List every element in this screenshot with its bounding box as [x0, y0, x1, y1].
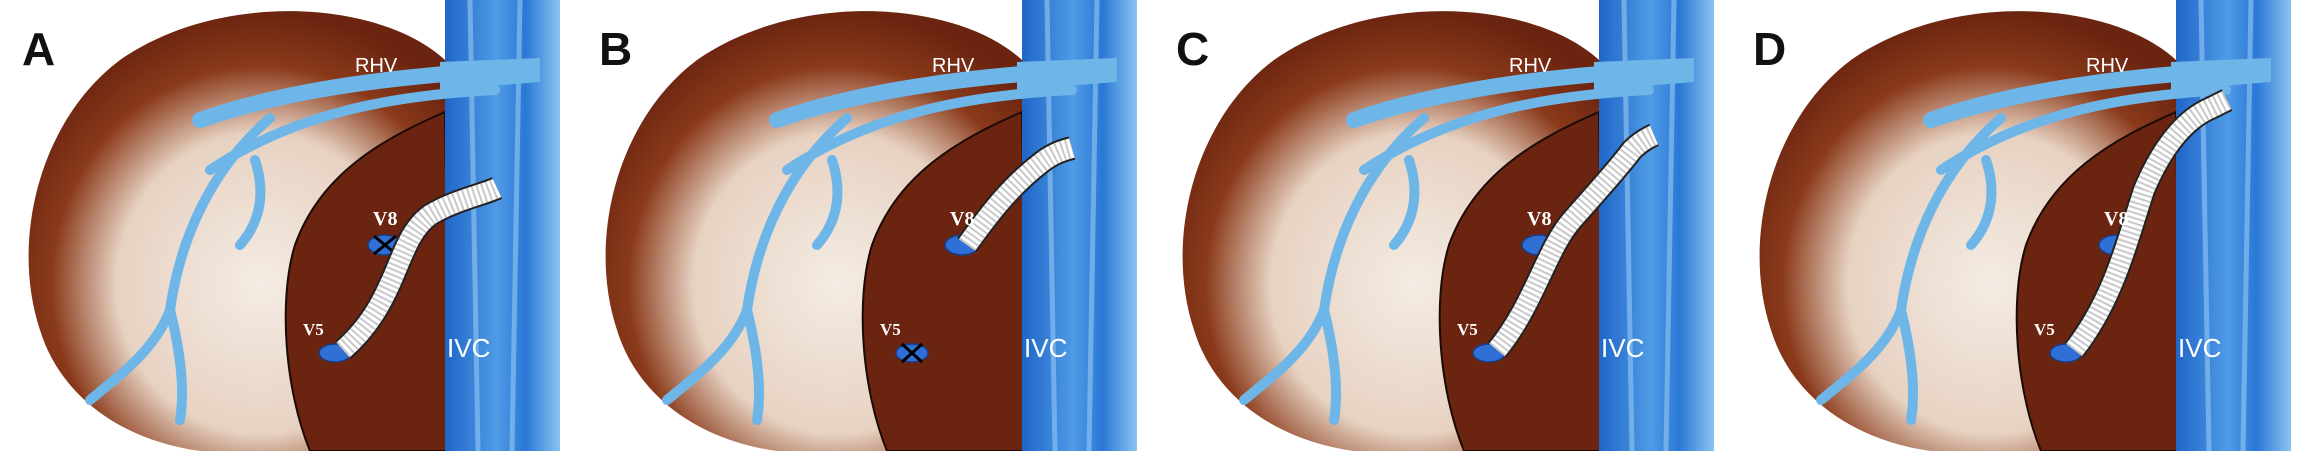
rhv-branch [165, 305, 187, 425]
v8-label: V8 [1527, 208, 1552, 230]
rhv-branch [235, 155, 266, 250]
ivc-label: IVC [1024, 333, 1068, 363]
v8-label: V8 [2104, 208, 2129, 230]
ligation-mark [900, 342, 924, 364]
rhv-label: RHV [2086, 55, 2129, 77]
rhv-branch [1239, 113, 1429, 405]
panel-letter: B [599, 23, 633, 75]
rhv-branch [1816, 113, 2006, 405]
rhv-label: RHV [355, 55, 398, 77]
v5-label: V5 [2034, 320, 2055, 339]
rhv-trunk [2171, 58, 2271, 90]
v8-label: V8 [950, 208, 975, 230]
liver-posterior-region [1438, 110, 1606, 451]
v8-label: V8 [373, 208, 398, 230]
v5-label: V5 [1457, 320, 1478, 339]
rhv-branch [1966, 155, 1997, 250]
graft-rings [1489, 125, 1659, 357]
graft-rings [2066, 91, 2232, 357]
ivc-label: IVC [447, 333, 491, 363]
rhv-branch [812, 155, 843, 250]
liver-posterior-region [861, 110, 1029, 451]
v5-label: V5 [303, 320, 324, 339]
panel-illustration [605, 0, 1137, 451]
panel-illustration [1182, 0, 1714, 451]
rhv-branch [1319, 305, 1341, 425]
rhv-label: RHV [932, 55, 975, 77]
liver-posterior-region [284, 110, 452, 451]
rhv-branch [742, 305, 764, 425]
graft-rings [958, 138, 1075, 251]
rhv-trunk [1594, 58, 1694, 90]
rhv-trunk [440, 58, 540, 90]
rhv-branch [85, 113, 275, 405]
rhv-branch [1389, 155, 1420, 250]
rhv-branch [662, 113, 852, 405]
v5-label: V5 [880, 320, 901, 339]
panel-letter: A [22, 23, 56, 75]
panel-letter: D [1753, 23, 1787, 75]
rhv-label: RHV [1509, 55, 1552, 77]
graft-rings [336, 178, 502, 358]
rhv-trunk [1017, 58, 1117, 90]
ivc-label: IVC [2178, 333, 2222, 363]
ivc-label: IVC [1601, 333, 1645, 363]
panel-letter: C [1176, 23, 1210, 75]
panel-illustration [28, 0, 560, 451]
panel-illustration [1759, 0, 2291, 451]
rhv-branch [1896, 305, 1918, 425]
